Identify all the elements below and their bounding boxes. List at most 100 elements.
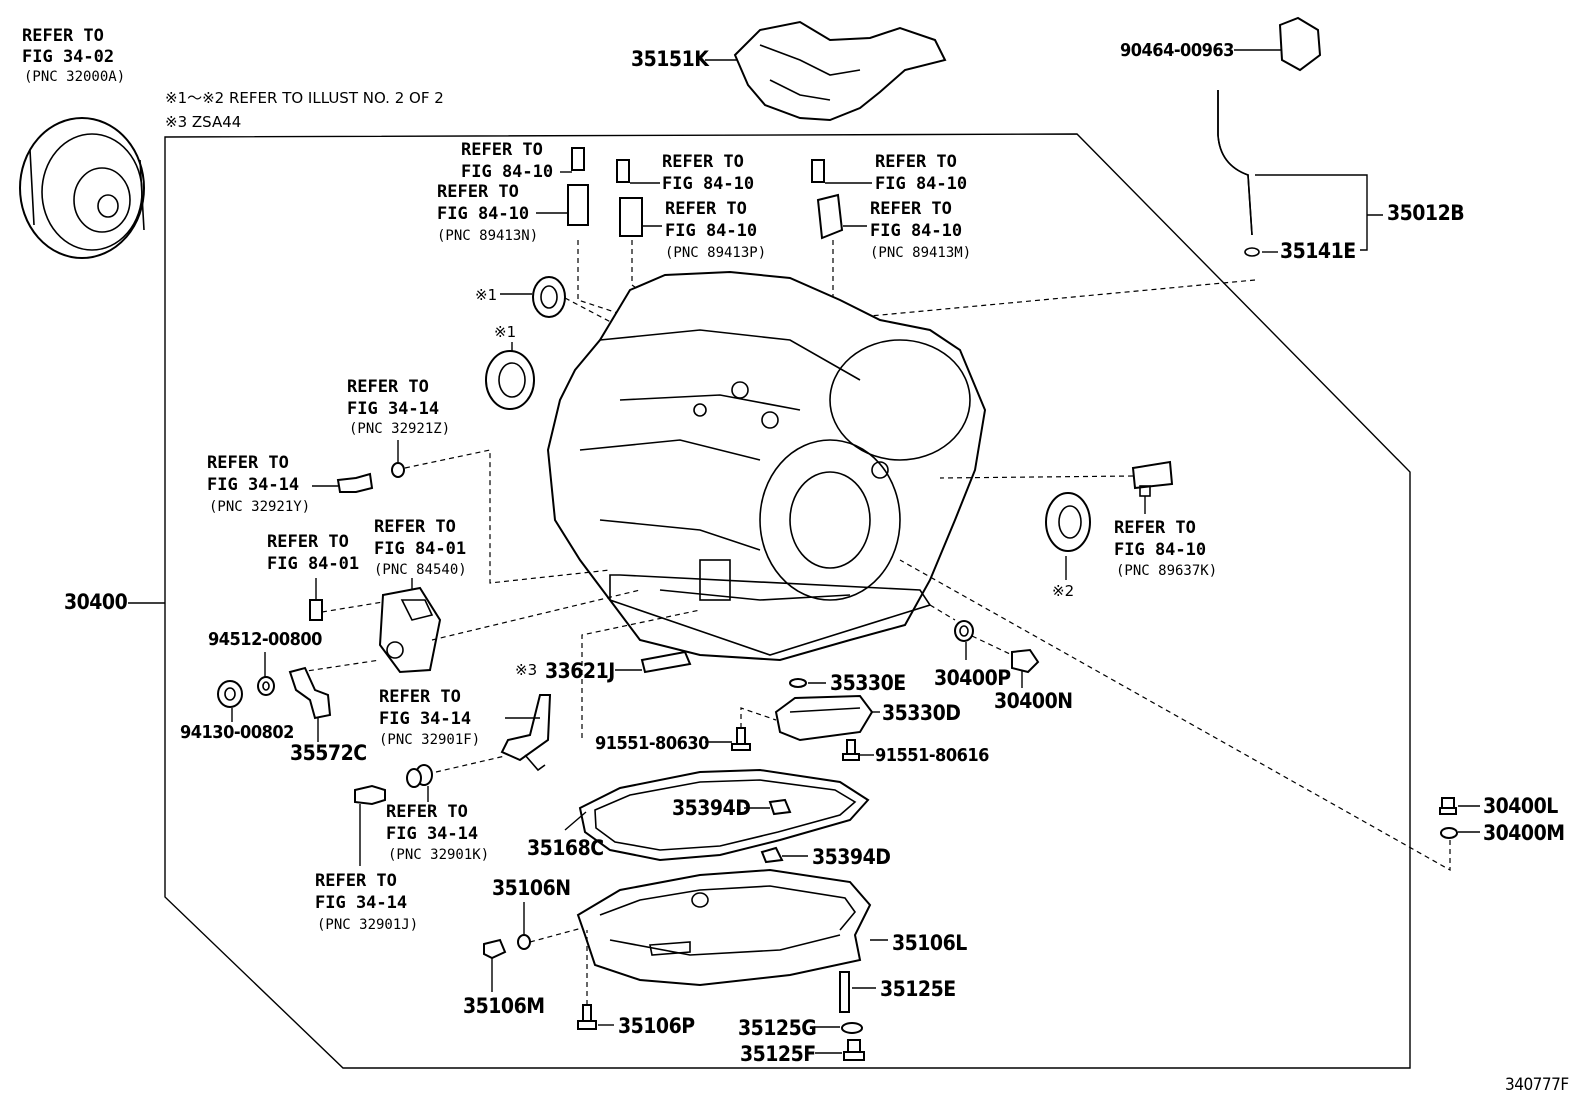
s3-fig[interactable]: FIG 84-10 (662, 174, 754, 194)
plug-30400N[interactable] (1011, 648, 1040, 674)
sensor-group-n[interactable] (567, 147, 589, 226)
label-30400[interactable]: 30400 (64, 590, 128, 614)
label-35106M[interactable]: 35106M (463, 994, 545, 1018)
k-refer: REFER TO (1114, 518, 1196, 538)
plug-35106M[interactable] (483, 938, 507, 960)
o-ring-35330E[interactable] (789, 678, 807, 688)
note-zsa44: ※3 ZSA44 (165, 113, 241, 131)
pan-gasket-35168C[interactable] (578, 768, 870, 862)
f-fig[interactable]: FIG 34-14 (379, 709, 471, 729)
name-plate-33621J[interactable] (640, 650, 692, 674)
tc-fig[interactable]: FIG 34-02 (22, 47, 114, 67)
bolt-35106P[interactable] (577, 1004, 597, 1030)
oil-seal-2[interactable] (1045, 492, 1091, 552)
magnet-35394D-a[interactable] (768, 798, 792, 816)
j-fig[interactable]: FIG 34-14 (315, 893, 407, 913)
speed-sensor-89637K[interactable] (1131, 460, 1174, 497)
oil-pan-35106L[interactable] (576, 868, 872, 987)
assembly-boundary (164, 133, 1411, 1069)
oil-seal-upper[interactable] (532, 276, 566, 318)
gasket-32901K[interactable] (406, 764, 433, 788)
label-35394D-a[interactable]: 35394D (672, 796, 751, 820)
transaxle-case[interactable] (546, 270, 987, 662)
label-91551-80630[interactable]: 91551-80630 (595, 733, 710, 754)
tc-pnc: (PNC 32000A) (24, 69, 125, 85)
nut-94130[interactable] (217, 680, 243, 708)
label-30400L[interactable]: 30400L (1483, 794, 1559, 818)
label-35151K[interactable]: 35151K (631, 47, 711, 71)
s6-fig[interactable]: FIG 84-10 (870, 221, 962, 241)
label-30400N[interactable]: 30400N (994, 689, 1073, 713)
sensor-group-p[interactable] (616, 159, 643, 237)
label-35394D-b[interactable]: 35394D (812, 845, 891, 869)
magnet-35394D-b[interactable] (760, 846, 784, 864)
z-refer: REFER TO (347, 377, 429, 397)
oil-tube-35012B[interactable] (1217, 16, 1322, 257)
s6-pnc: (PNC 89413M) (870, 245, 971, 261)
label-91551-80616[interactable]: 91551-80616 (875, 745, 990, 766)
strainer-35330D[interactable] (774, 694, 874, 742)
oil-seal-lower[interactable] (485, 350, 535, 410)
plug-30400L[interactable] (1439, 797, 1457, 815)
washer-94512[interactable] (257, 676, 275, 696)
label-35330D[interactable]: 35330D (882, 701, 961, 725)
f-refer: REFER TO (379, 687, 461, 707)
bolt-91551-80616[interactable] (842, 739, 860, 761)
label-35106L[interactable]: 35106L (892, 931, 968, 955)
union-32901F[interactable] (500, 694, 552, 772)
label-30400P[interactable]: 30400P (934, 666, 1012, 690)
tc-refer: REFER TO (22, 26, 104, 46)
label-35106P[interactable]: 35106P (618, 1014, 696, 1038)
washer-35125G[interactable] (841, 1022, 863, 1034)
bolt-35125E[interactable] (839, 971, 850, 1013)
k-fig[interactable]: FIG 84-10 (1114, 540, 1206, 560)
label-94512-00800[interactable]: 94512-00800 (208, 629, 323, 650)
gasket-35106N[interactable] (517, 934, 531, 950)
s1-fig[interactable]: FIG 84-10 (461, 162, 553, 182)
s5-refer: REFER TO (875, 152, 957, 172)
label-35572C[interactable]: 35572C (290, 741, 367, 765)
o-ring-32921Z[interactable] (391, 462, 405, 478)
gasket-30400M[interactable] (1440, 827, 1458, 839)
b1-fig[interactable]: FIG 84-01 (267, 554, 359, 574)
protector-35151K[interactable] (733, 20, 947, 122)
label-35330E[interactable]: 35330E (830, 671, 906, 695)
label-35125F[interactable]: 35125F (740, 1042, 816, 1066)
s3-refer: REFER TO (662, 152, 744, 172)
lever-35572C[interactable] (288, 666, 332, 720)
s2-fig[interactable]: FIG 84-10 (437, 204, 529, 224)
mark-1a: ※1 (475, 286, 497, 304)
gasket-30400P[interactable] (954, 620, 974, 642)
y-pnc: (PNC 32921Y) (209, 499, 310, 515)
sensor-group-m[interactable] (811, 159, 844, 240)
s6-refer: REFER TO (870, 199, 952, 219)
label-35012B[interactable]: 35012B (1387, 201, 1465, 225)
bolt-32901J[interactable] (354, 784, 386, 806)
z-fig[interactable]: FIG 34-14 (347, 399, 439, 419)
label-35168C[interactable]: 35168C (527, 836, 604, 860)
label-35125E[interactable]: 35125E (880, 977, 956, 1001)
s1-refer: REFER TO (461, 140, 543, 160)
label-90464-00963[interactable]: 90464-00963 (1120, 40, 1234, 61)
y-fig[interactable]: FIG 34-14 (207, 475, 299, 495)
label-35125G[interactable]: 35125G (738, 1016, 817, 1040)
bolt-84-01[interactable] (309, 599, 323, 621)
plug-35125F[interactable] (843, 1039, 865, 1061)
bolt-91551-80630[interactable] (731, 727, 751, 751)
b2-fig[interactable]: FIG 84-01 (374, 539, 466, 559)
plug-32921Y[interactable] (336, 472, 374, 493)
s5-fig[interactable]: FIG 84-10 (875, 174, 967, 194)
label-94130-00802[interactable]: 94130-00802 (180, 722, 294, 743)
kk-refer: REFER TO (386, 802, 468, 822)
torque-converter[interactable] (19, 117, 145, 259)
kk-fig[interactable]: FIG 34-14 (386, 824, 478, 844)
label-35106N[interactable]: 35106N (492, 876, 571, 900)
label-33621J[interactable]: 33621J (545, 659, 615, 683)
kk-pnc: (PNC 32901K) (388, 847, 489, 863)
label-30400M[interactable]: 30400M (1483, 821, 1565, 845)
s4-fig[interactable]: FIG 84-10 (665, 221, 757, 241)
neutral-switch-84540[interactable] (378, 586, 442, 674)
label-35141E[interactable]: 35141E (1280, 239, 1356, 263)
s2-pnc: (PNC 89413N) (437, 228, 538, 244)
